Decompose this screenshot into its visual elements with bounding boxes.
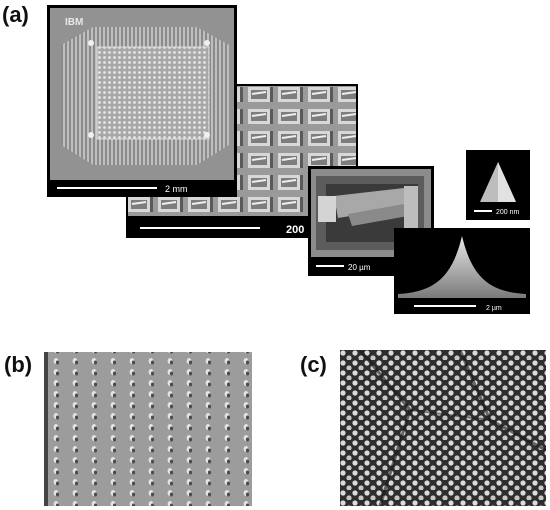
tip-side-scale-label: 2 µm (486, 305, 502, 312)
tip-top-micrograph: 200 nm (466, 150, 530, 220)
chip-scale-label: 2 mm (165, 184, 188, 194)
cantilever-scale-label: 20 µm (348, 263, 371, 272)
chip-logo: IBM (65, 17, 83, 28)
tip-array-micrograph-b (44, 352, 252, 506)
tip-top-scale-label: 200 nm (496, 209, 520, 216)
tip-side-micrograph: 2 µm (394, 228, 530, 314)
panel-label-c: (c) (300, 352, 327, 377)
panel-label-b: (b) (4, 352, 33, 377)
panel-label-a: (a) (2, 2, 29, 27)
tip-array-micrograph-c (340, 350, 546, 506)
chip-micrograph: IBM 2 mm (47, 5, 237, 197)
